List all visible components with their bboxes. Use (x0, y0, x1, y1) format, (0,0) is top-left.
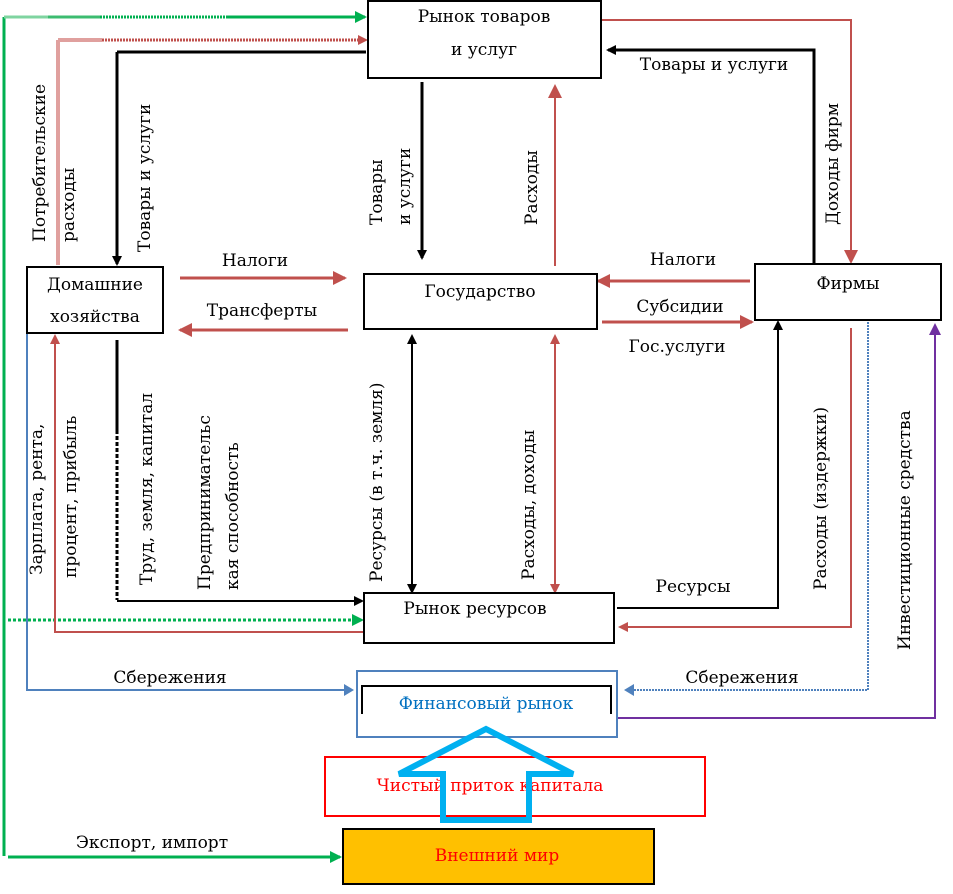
external-world-node: Внешний мир (342, 828, 655, 885)
resource-market-label: Рынок ресурсов (403, 599, 546, 619)
gov-spending-goods-label: Расходы (522, 150, 542, 225)
investment-funds-arrow (617, 323, 941, 719)
consumer-spending-flow (56, 35, 368, 265)
firm-savings-label: Сбережения (685, 668, 798, 688)
goods-market-node: Рынок товаров и услуг (367, 0, 602, 79)
investment-funds-label: Инвестиционные средства (895, 410, 915, 650)
firm-savings-arrow (624, 322, 869, 696)
goods-to-households-label: Товары и услуги (135, 104, 155, 252)
goods-to-government-label-1: Товары (367, 159, 387, 225)
gov-resource-spending-label: Расходы, доходы (519, 430, 539, 580)
goods-from-firms-arrow (606, 45, 816, 264)
resources-to-firms-label: Ресурсы (656, 577, 731, 597)
household-taxes-label: Налоги (222, 251, 288, 271)
household-income-label-2: процент, прибыль (61, 416, 81, 578)
household-savings-label: Сбережения (113, 668, 226, 688)
gov-services-label: Гос.услуги (629, 337, 726, 357)
consumer-spending-label-1: Потребительские (30, 84, 50, 242)
goods-from-firms-label: Товары и услуги (640, 55, 788, 75)
households-label-2: хозяйства (50, 307, 140, 327)
gov-resources-label: Ресурсы (в т.ч. земля) (367, 382, 387, 582)
household-savings-arrow (26, 320, 354, 696)
resource-market-node: Рынок ресурсов (363, 592, 615, 644)
firm-costs-label: Расходы (издержки) (811, 407, 831, 590)
goods-to-government-label-2: и услуги (395, 148, 415, 225)
capital-inflow-arrow (397, 725, 575, 823)
capital-inflow-node: Чистый приток капитала (324, 756, 706, 817)
export-import-flow (2, 11, 367, 863)
household-income-arrow (50, 334, 364, 633)
financial-market-node: Финансовый рынок (356, 670, 618, 738)
subsidies-label: Субсидии (636, 297, 723, 317)
entrepreneurship-label-2: кая способность (223, 442, 243, 590)
factors-supply-label: Труд, земля, капитал (137, 393, 157, 585)
export-import-label: Экспорт, импорт (76, 833, 228, 853)
firms-node: Фирмы (754, 263, 942, 321)
financial-market-label: Финансовый рынок (399, 694, 574, 714)
households-label-1: Домашние (47, 275, 143, 295)
firm-revenue-label: Доходы фирм (823, 103, 843, 225)
consumer-spending-label-2: расходы (59, 168, 79, 242)
transfers-label: Трансферты (207, 301, 317, 321)
entrepreneurship-label-1: Предпринимательс (195, 415, 215, 590)
firm-revenue-arrow (602, 19, 858, 264)
goods-market-label-1: Рынок товаров (418, 7, 551, 27)
firms-label: Фирмы (816, 274, 879, 294)
resources-to-firms-arrow (617, 320, 783, 609)
household-income-label-1: Зарплата, рента, (27, 424, 47, 575)
firm-costs-arrow (618, 328, 852, 632)
capital-inflow-label: Чистый приток капитала (377, 776, 604, 796)
households-node: Домашние хозяйства (26, 266, 164, 334)
goods-market-label-2: и услуг (451, 40, 517, 60)
government-node: Государство (363, 273, 598, 330)
government-label: Государство (424, 282, 535, 302)
external-world-label: Внешний мир (435, 846, 560, 866)
firm-taxes-label: Налоги (650, 250, 716, 270)
